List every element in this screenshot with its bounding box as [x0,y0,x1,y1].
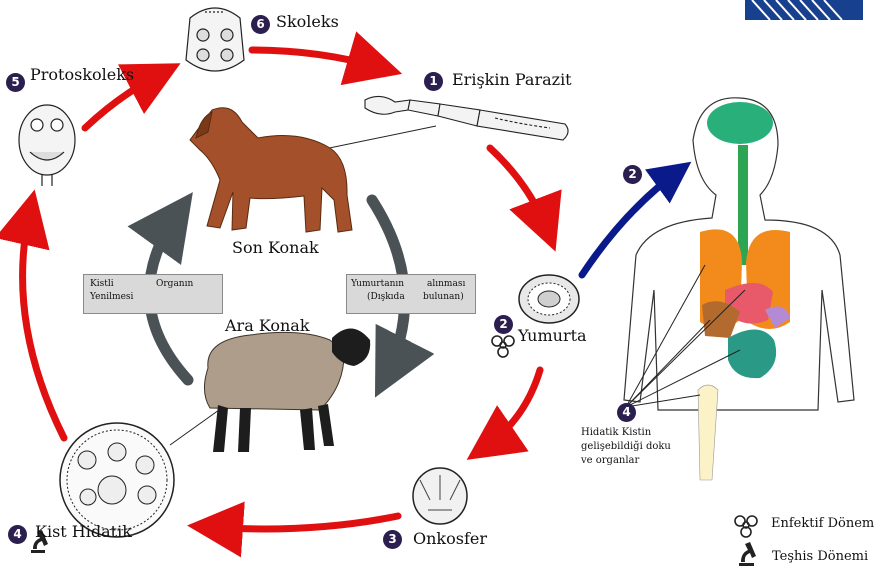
box-left-line1a: Kistli [90,278,114,290]
legend-infective-label: Enfektif Dönem [771,516,874,531]
box-right-line2a: (Dışkıda [367,291,405,303]
organs-badge: 4 [617,403,636,422]
organs-caption-line1: Hidatik Kistin [581,426,651,439]
human-arrow-badge: 2 [623,165,642,184]
stage-5-badge: 5 [6,73,25,92]
box-left-line2: Yenilmesi [90,291,133,303]
scolex-illustration [186,8,244,71]
oncosphere-illustration [413,468,467,524]
egg-illustration [519,275,579,323]
organs-caption-line2: gelişebildiği doku [581,440,671,453]
dog-illustration [190,108,352,232]
definitive-host-label: Son Konak [232,238,319,257]
stage-2-badge: 2 [494,315,513,334]
stage-4-label: Kist Hidatik [35,522,132,541]
box-right-line1b: alınması [427,278,465,290]
box-right-line1a: Yumurtanın [351,278,404,290]
transmission-box-left: Kistli Organın Yenilmesi [83,274,223,314]
box-left-line1b: Organın [156,278,193,290]
organs-caption-line3: ve organlar [581,454,639,467]
arrow-3-to-4 [208,516,398,529]
arrow-4-to-5 [23,210,64,438]
human-body-illustration [624,98,854,480]
legend-microscope-icon [739,542,756,566]
legend-diagnostic-label: Teşhis Dönemi [772,549,868,564]
stage-6-label: Skoleks [276,12,339,31]
stage-3-label: Onkosfer [413,529,487,548]
stage-5-label: Protoskoleks [30,65,134,84]
arrow-egg-to-human [582,170,680,275]
stage-2-label: Yumurta [518,326,587,345]
stage-1-badge: 1 [424,72,443,91]
adult-worm-illustration [365,96,568,140]
arrow-1-to-2 [490,148,548,232]
hydatid-cyst-illustration [60,423,174,537]
sheep-illustration [204,328,370,452]
protoscolex-illustration [19,105,75,186]
stage-3-badge: 3 [383,530,402,549]
biohazard-icon [492,336,514,357]
logo-mark [745,0,863,20]
legend-biohazard-icon [735,516,757,537]
box-right-line2b: bulunan) [423,291,464,303]
transmission-box-right: Yumurtanın alınması (Dışkıda bulunan) [346,274,476,314]
arrow-6-to-1 [252,50,382,68]
stage-1-label: Erişkin Parazit [452,70,572,89]
arrow-2-to-3 [484,370,540,448]
stage-4-badge: 4 [8,525,27,544]
stage-6-badge: 6 [251,15,270,34]
intermediate-host-label: Ara Konak [225,316,310,335]
